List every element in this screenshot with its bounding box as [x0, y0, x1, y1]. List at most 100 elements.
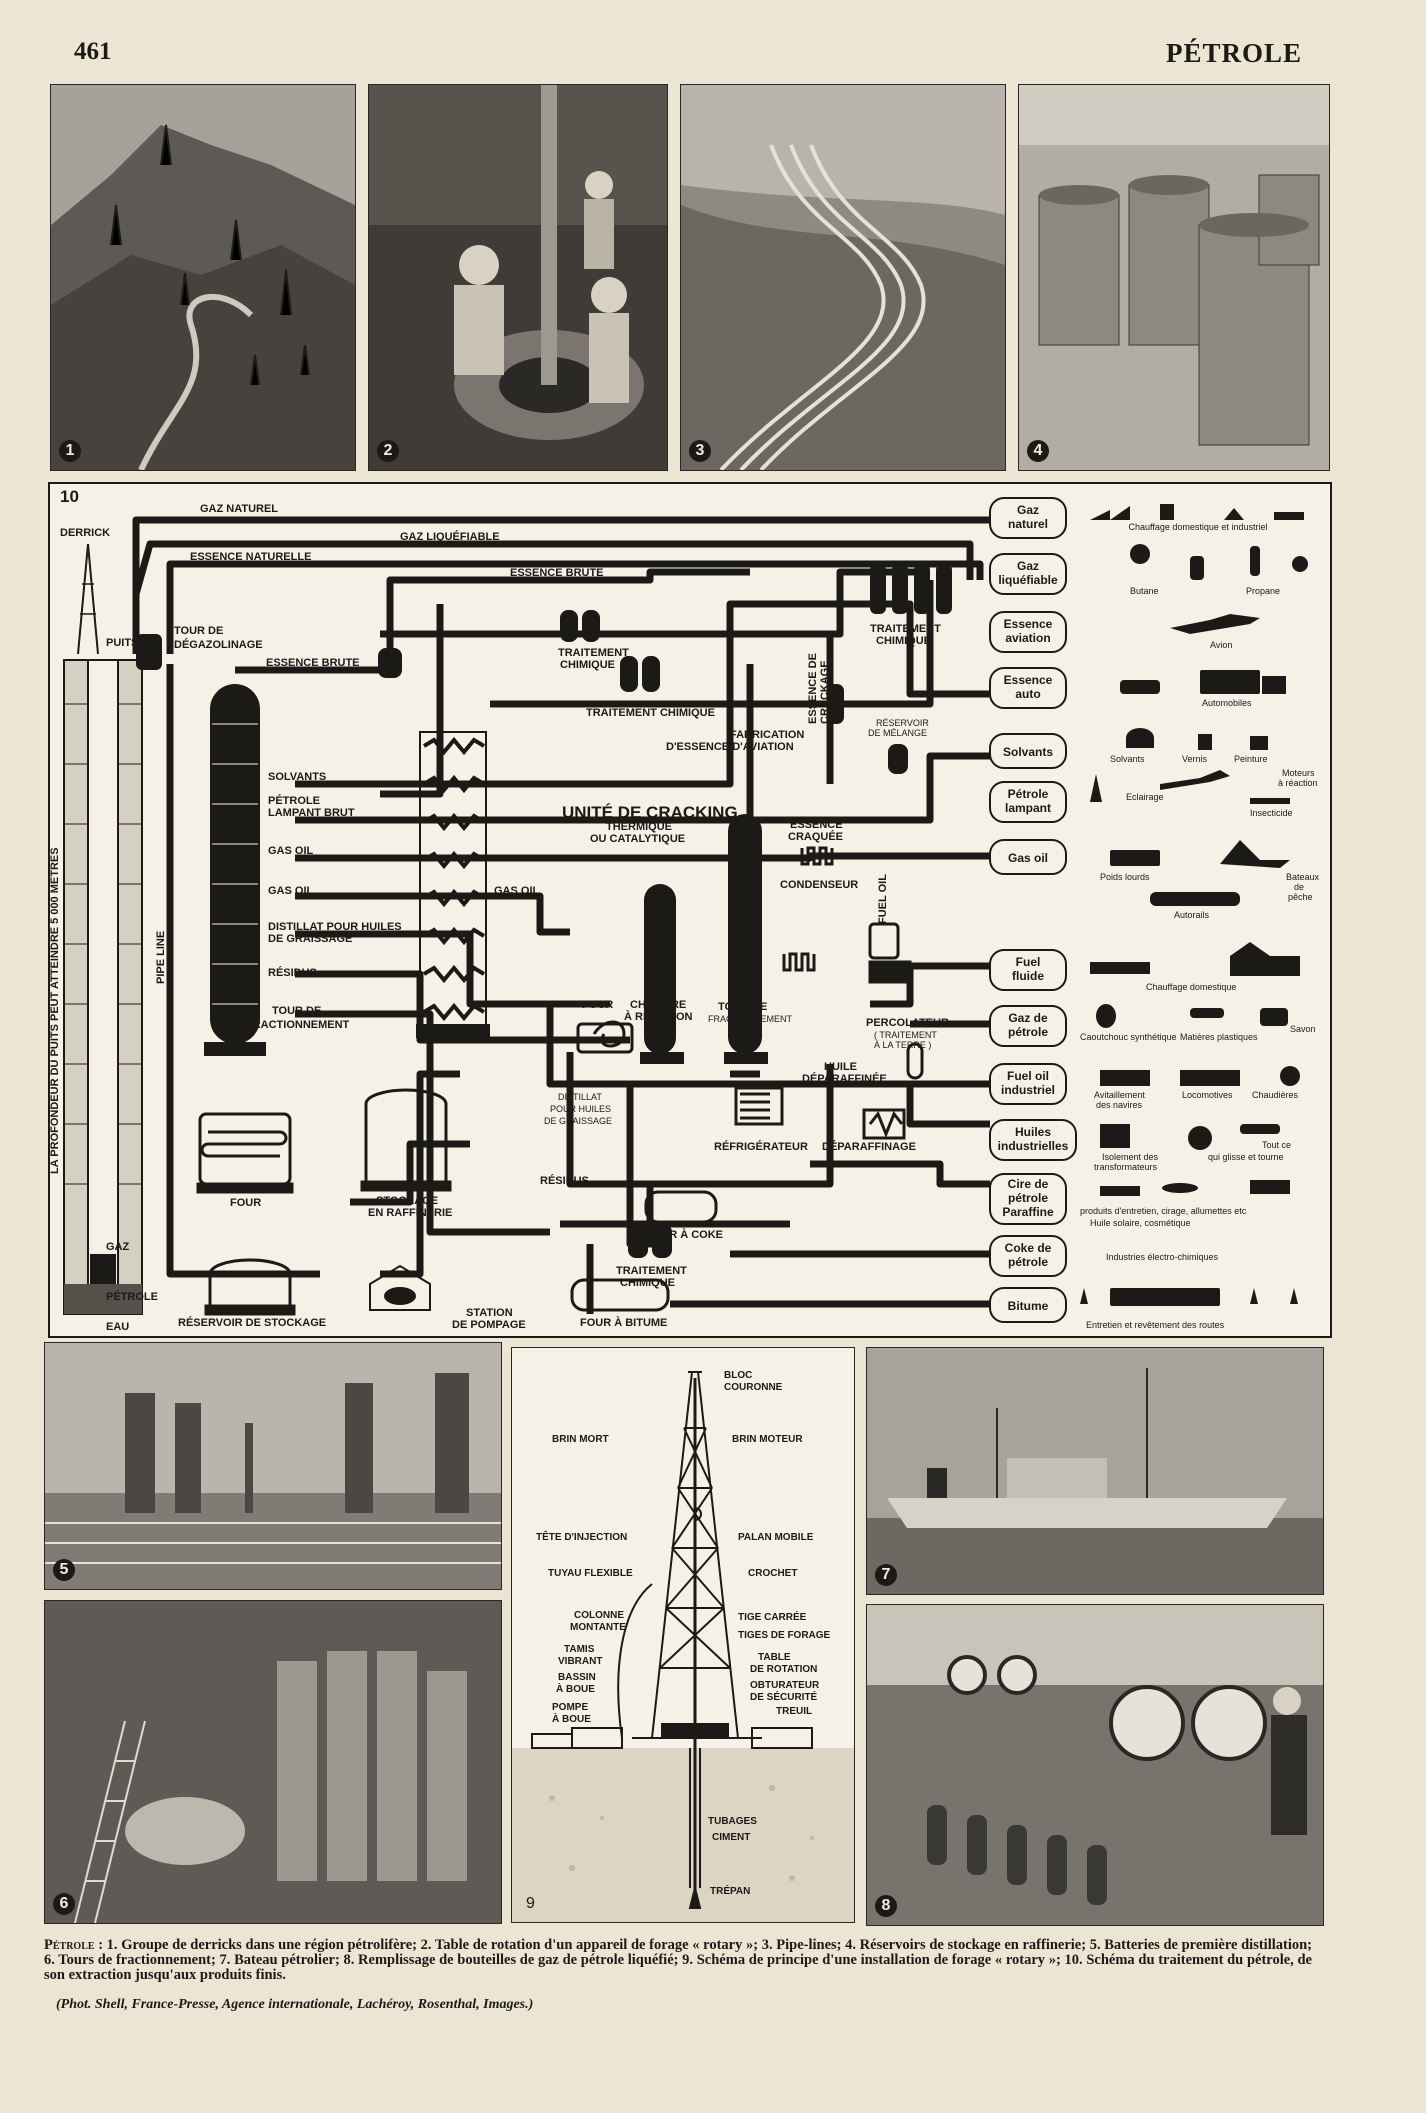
label-eau: EAU	[106, 1321, 129, 1333]
stream-residus-2: RÉSIDUS	[540, 1174, 589, 1187]
unit-percolateur-2: ( TRAITEMENT	[874, 1030, 937, 1040]
svg-text:pétrole: pétrole	[1008, 1025, 1048, 1039]
pumping-station	[369, 1264, 431, 1311]
stream-petrole-2: LAMPANT BRUT	[268, 807, 355, 819]
svg-text:BASSIN: BASSIN	[558, 1672, 596, 1683]
process-vessels	[136, 564, 952, 1258]
svg-text:des navires: des navires	[1096, 1100, 1143, 1110]
heat-exchanger-stack	[416, 731, 490, 1043]
usage-labels: Chauffage domestique et industriel Butan…	[1080, 522, 1320, 1330]
svg-text:Fuel: Fuel	[1016, 955, 1041, 969]
label-pipe-line: PIPE LINE	[155, 931, 167, 984]
diagram-number: 10	[60, 487, 79, 506]
unit-cracking-2: THERMIQUE	[606, 821, 672, 833]
photo-fractionation-towers: 6	[44, 1600, 502, 1924]
unit-tc-c2: CHIMIQUE	[876, 635, 931, 647]
unit-tc-d1: TRAITEMENT	[616, 1265, 687, 1277]
svg-text:VIBRANT: VIBRANT	[558, 1656, 602, 1667]
caption-text: : 1. Groupe de derricks dans une région …	[44, 1937, 1312, 1983]
svg-text:COLONNE: COLONNE	[574, 1610, 624, 1621]
unit-distillat-g-1: DISTILLAT	[558, 1092, 602, 1102]
photo-number: 2	[377, 440, 399, 462]
unit-stockage-2: EN RAFFINERIE	[368, 1207, 452, 1219]
svg-text:pétrole: pétrole	[1008, 1255, 1048, 1269]
svg-text:TIGE CARRÉE: TIGE CARRÉE	[738, 1610, 807, 1623]
svg-text:TAMIS: TAMIS	[564, 1644, 595, 1655]
unit-tc-a2: CHIMIQUE	[560, 659, 615, 671]
product-solvants: Solvants	[989, 733, 1067, 769]
unit-station-1: STATION	[466, 1307, 513, 1319]
svg-text:DE SÉCURITÉ: DE SÉCURITÉ	[750, 1690, 818, 1703]
svg-text:Gaz: Gaz	[1017, 559, 1039, 573]
svg-text:TREUIL: TREUIL	[776, 1706, 812, 1717]
derrick-icon	[77, 543, 99, 655]
photo-number: 3	[689, 440, 711, 462]
unit-stockage-1: STOCKAGE	[376, 1195, 438, 1207]
svg-text:à réaction: à réaction	[1278, 778, 1318, 788]
svg-text:BRIN MOTEUR: BRIN MOTEUR	[732, 1434, 803, 1445]
bottle-filling-illustration	[867, 1605, 1323, 1925]
unit-chambre-1: CHAMBRE	[630, 999, 686, 1011]
unit-reservoir-melange-1: RÉSERVOIR	[876, 718, 929, 728]
svg-text:industriel: industriel	[1001, 1083, 1055, 1097]
svg-text:TUBAGES: TUBAGES	[708, 1816, 757, 1827]
svg-text:Vernis: Vernis	[1182, 754, 1208, 764]
svg-text:À BOUE: À BOUE	[556, 1682, 595, 1695]
fractionation-tower	[204, 684, 266, 1056]
stream-gas-oil-2: GAS OIL	[268, 885, 314, 897]
svg-text:Gaz de: Gaz de	[1008, 1011, 1048, 1025]
svg-text:Entretien et revêtement des ro: Entretien et revêtement des routes	[1086, 1320, 1225, 1330]
stream-gaz-liquefiable: GAZ LIQUÉFIABLE	[400, 530, 500, 543]
stream-gas-oil-3: GAS OIL	[494, 885, 540, 897]
rotary-rig-schematic: BLOC COURONNE BRIN MORT BRIN MOTEUR TÊTE…	[511, 1347, 855, 1923]
unit-percolateur-1: PERCOLATEUR	[866, 1017, 949, 1029]
pipelines-illustration	[681, 85, 1005, 470]
svg-text:À BOUE: À BOUE	[552, 1712, 591, 1725]
svg-text:OBTURATEUR: OBTURATEUR	[750, 1680, 820, 1691]
svg-text:DE ROTATION: DE ROTATION	[750, 1664, 817, 1675]
unit-tour-frac-1: TOUR DE	[272, 1005, 321, 1017]
unit-station-2: DE POMPAGE	[452, 1319, 526, 1331]
svg-text:Poids lourds: Poids lourds	[1100, 872, 1150, 882]
svg-text:Gas oil: Gas oil	[1008, 851, 1048, 865]
unit-essence-craquee-1: ESSENCE	[790, 819, 843, 831]
svg-text:CROCHET: CROCHET	[748, 1568, 797, 1579]
unit-huile-deparaf-1: HUILE	[824, 1061, 857, 1073]
svg-text:de: de	[1294, 882, 1304, 892]
svg-text:Cire de: Cire de	[1008, 1177, 1049, 1191]
svg-text:Essence: Essence	[1004, 617, 1053, 631]
unit-tour-frac-small-2: FRACTIONNEMENT	[708, 1014, 792, 1024]
stream-essence-cracking-2: CRACKAGE	[819, 660, 831, 724]
photo-pipelines: 3	[680, 84, 1006, 471]
label-derrick: DERRICK	[60, 527, 110, 539]
photo-number: 7	[875, 1564, 897, 1586]
svg-text:BRIN MORT: BRIN MORT	[552, 1434, 609, 1445]
distillation-illustration	[45, 1343, 501, 1589]
unit-condenseur: CONDENSEUR	[780, 879, 858, 891]
svg-text:Insecticide: Insecticide	[1250, 808, 1293, 818]
svg-text:Butane: Butane	[1130, 586, 1159, 596]
usage-silhouettes	[1080, 504, 1308, 1306]
svg-text:Chaudières: Chaudières	[1252, 1090, 1299, 1100]
rotary-table-illustration	[369, 85, 667, 470]
svg-text:Solvants: Solvants	[1003, 745, 1053, 759]
unit-refrigerateur: RÉFRIGÉRATEUR	[714, 1140, 808, 1153]
unit-tour-frac-small-1: TOUR DE	[718, 1001, 767, 1013]
stream-essence-naturelle: ESSENCE NATURELLE	[190, 551, 311, 563]
stream-essence-brute: ESSENCE BRUTE	[266, 657, 360, 669]
unit-fabrication-2: D'ESSENCE D'AVIATION	[666, 741, 794, 753]
unit-percolateur-3: À LA TERRE )	[874, 1040, 931, 1050]
unit-tour-frac-2: FRACTIONNEMENT	[246, 1019, 350, 1031]
svg-text:BLOC: BLOC	[724, 1370, 752, 1381]
unit-chambre-2: À RÉACTION	[624, 1010, 693, 1023]
svg-text:Caoutchouc synthétique: Caoutchouc synthétique	[1080, 1032, 1177, 1042]
towers-illustration	[45, 1601, 501, 1923]
photo-number: 1	[59, 440, 81, 462]
product-gas-oil: Gas oil	[989, 839, 1067, 875]
rig-figure-number: 9	[526, 1895, 535, 1912]
svg-text:Automobiles: Automobiles	[1202, 698, 1252, 708]
label-gaz-well: GAZ	[106, 1241, 130, 1253]
